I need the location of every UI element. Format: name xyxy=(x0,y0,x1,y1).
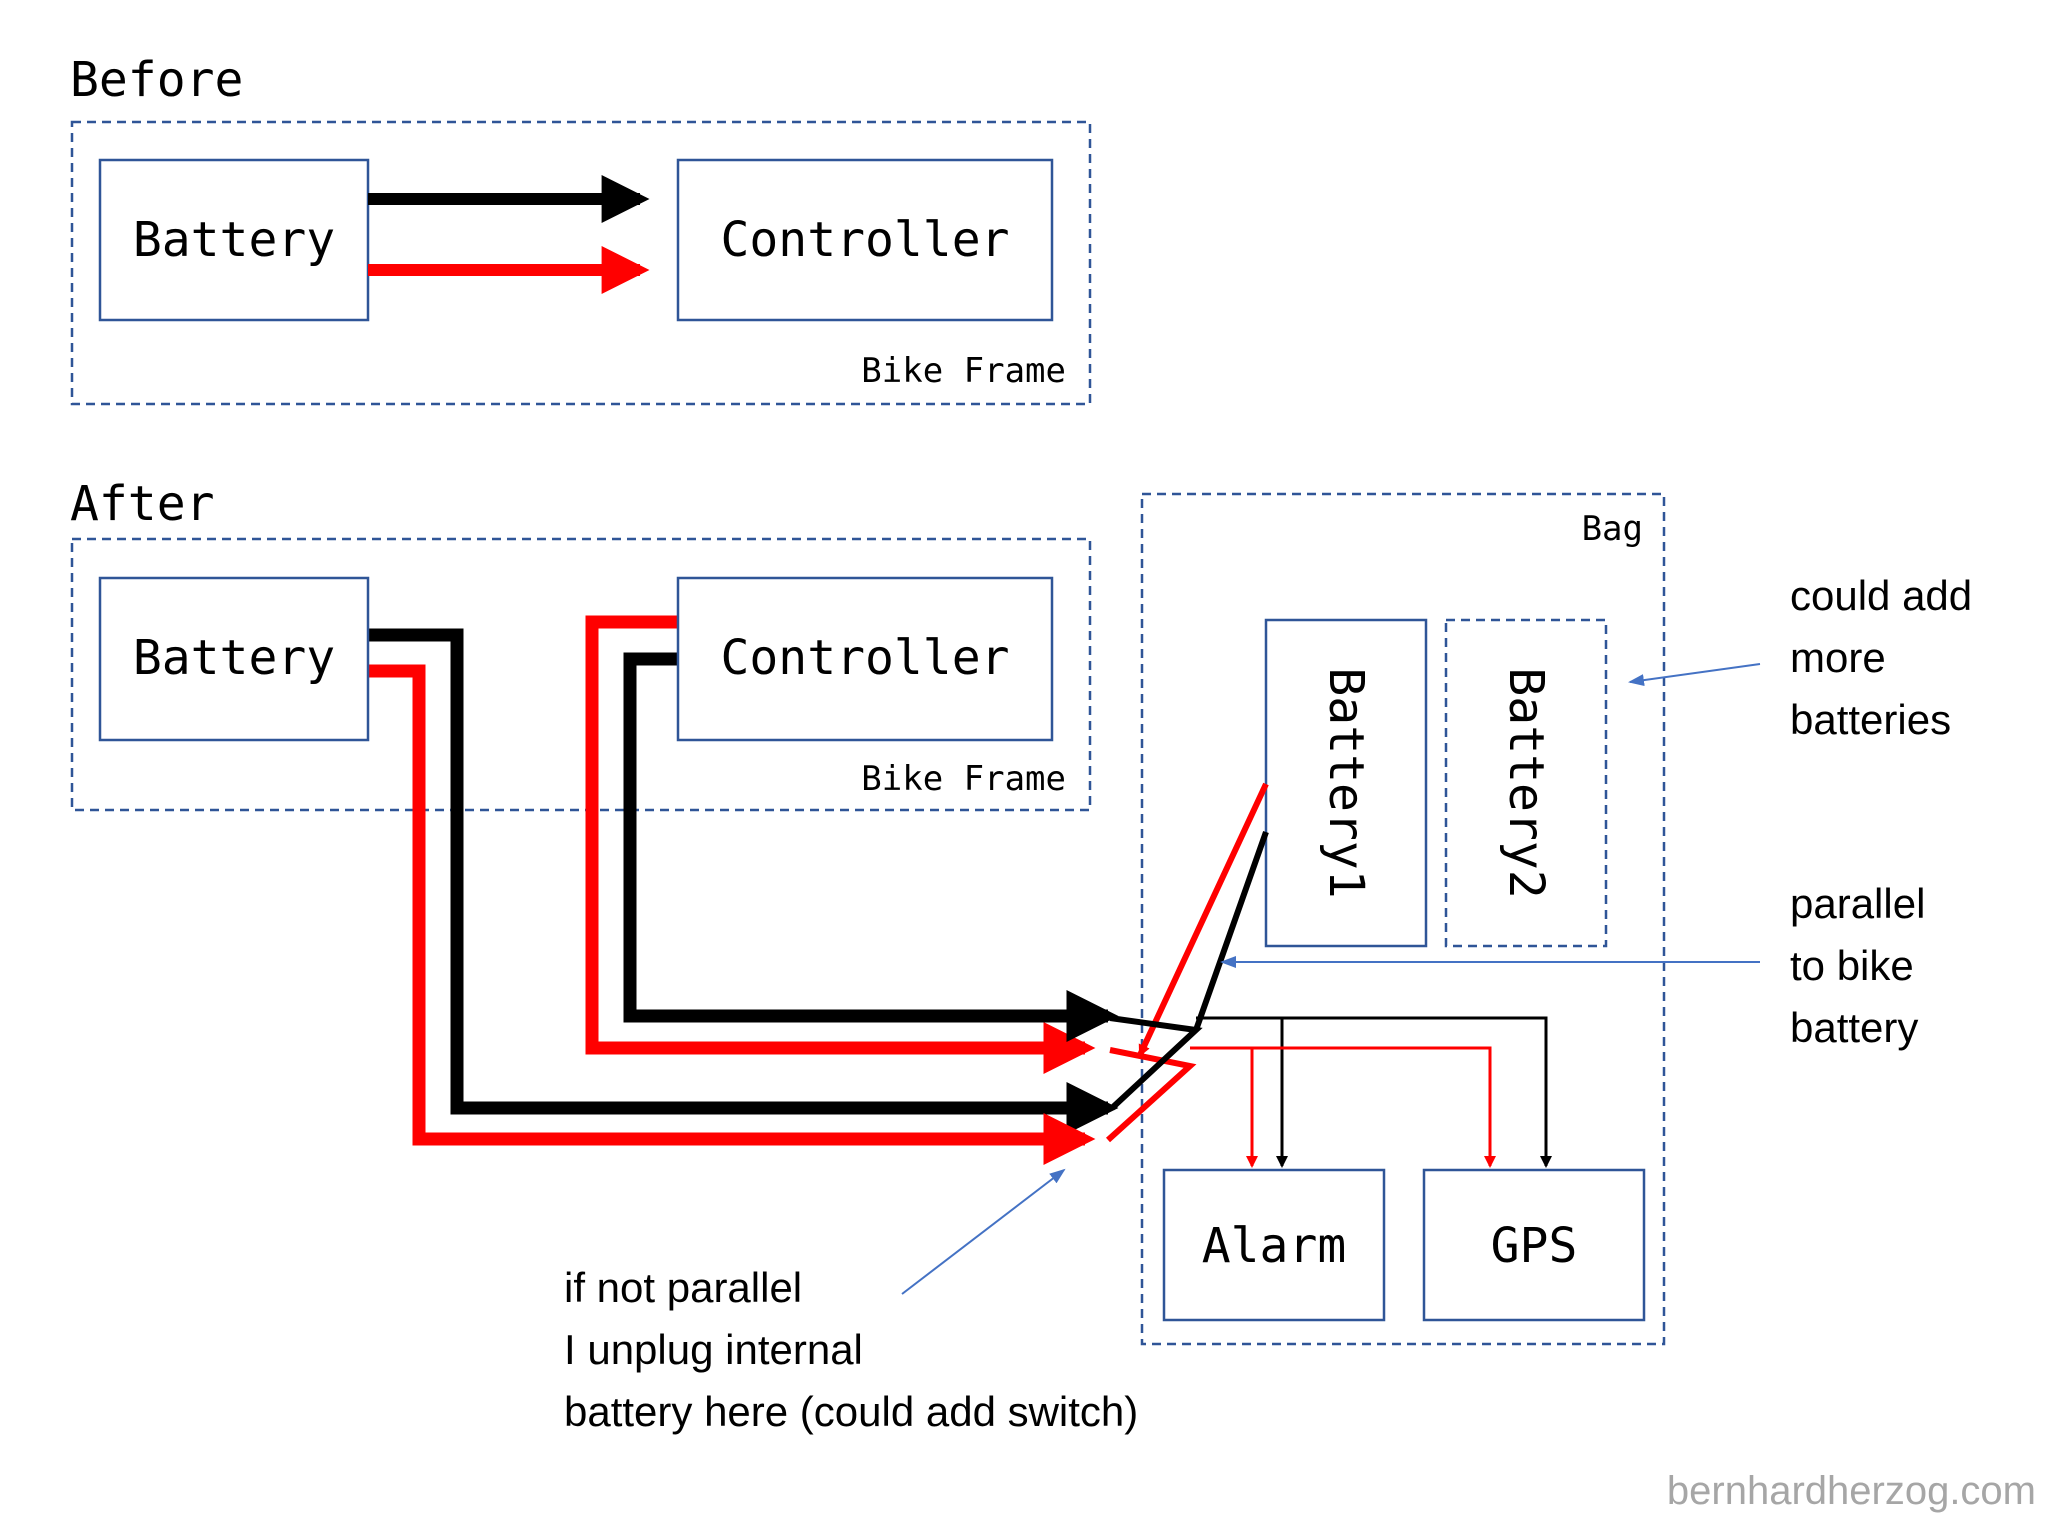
annotation-parallel-1: parallel xyxy=(1790,880,1925,927)
battery1-box xyxy=(1264,618,1428,948)
controller-black-wire xyxy=(623,652,1119,1042)
before-title: Before xyxy=(70,52,243,108)
annotation-not-parallel-2: I unplug internal xyxy=(564,1326,863,1373)
before-controller-box xyxy=(676,158,1054,322)
battery2-box xyxy=(1444,618,1608,948)
junction-red-link xyxy=(1105,1047,1197,1143)
more-batteries-pointer xyxy=(1628,663,1761,687)
after-controller-label: Controller xyxy=(721,630,1010,686)
bag-frame xyxy=(1140,492,1666,1346)
annotation-more-batteries-2: more xyxy=(1790,634,1886,681)
before-controller-label: Controller xyxy=(721,212,1010,268)
battery1-red-lead xyxy=(1137,782,1269,1057)
alarm-label: Alarm xyxy=(1202,1218,1347,1274)
annotation-more-batteries-3: batteries xyxy=(1790,696,1951,743)
before-battery-label: Battery xyxy=(133,212,335,268)
before-frame-label: Bike Frame xyxy=(861,351,1066,391)
alarm-box xyxy=(1162,1168,1386,1322)
bag-label: Bag xyxy=(1582,509,1643,549)
after-battery-box xyxy=(98,576,370,742)
battery-black-wire xyxy=(368,628,1119,1134)
not-parallel-pointer xyxy=(901,1168,1066,1295)
after-frame-label: Bike Frame xyxy=(861,759,1066,799)
battery1-label: Battery1 xyxy=(1318,667,1374,898)
gps-label: GPS xyxy=(1491,1218,1578,1274)
annotation-more-batteries-1: could add xyxy=(1790,572,1972,619)
controller-red-wire xyxy=(585,615,1096,1074)
battery1-black-lead xyxy=(1193,831,1269,1031)
junction-black-link xyxy=(1109,1015,1203,1111)
after-title: After xyxy=(70,476,215,532)
annotation-parallel-2: to bike xyxy=(1790,942,1914,989)
after-battery-label: Battery xyxy=(133,630,335,686)
before-battery-box xyxy=(98,158,370,322)
distribution-red-bus xyxy=(1190,1046,1496,1168)
battery2-label: Battery2 xyxy=(1498,667,1554,898)
after-controller-box xyxy=(676,576,1054,742)
annotation-parallel-3: battery xyxy=(1790,1004,1918,1051)
distribution-black-bus xyxy=(1196,1016,1552,1168)
annotation-not-parallel-1: if not parallel xyxy=(564,1264,802,1311)
watermark: bernhardherzog.com xyxy=(1667,1469,2036,1513)
battery-red-wire xyxy=(368,664,1096,1165)
before-bike-frame xyxy=(70,120,1092,406)
annotation-not-parallel-3: battery here (could add switch) xyxy=(564,1388,1138,1435)
gps-box xyxy=(1422,1168,1646,1322)
